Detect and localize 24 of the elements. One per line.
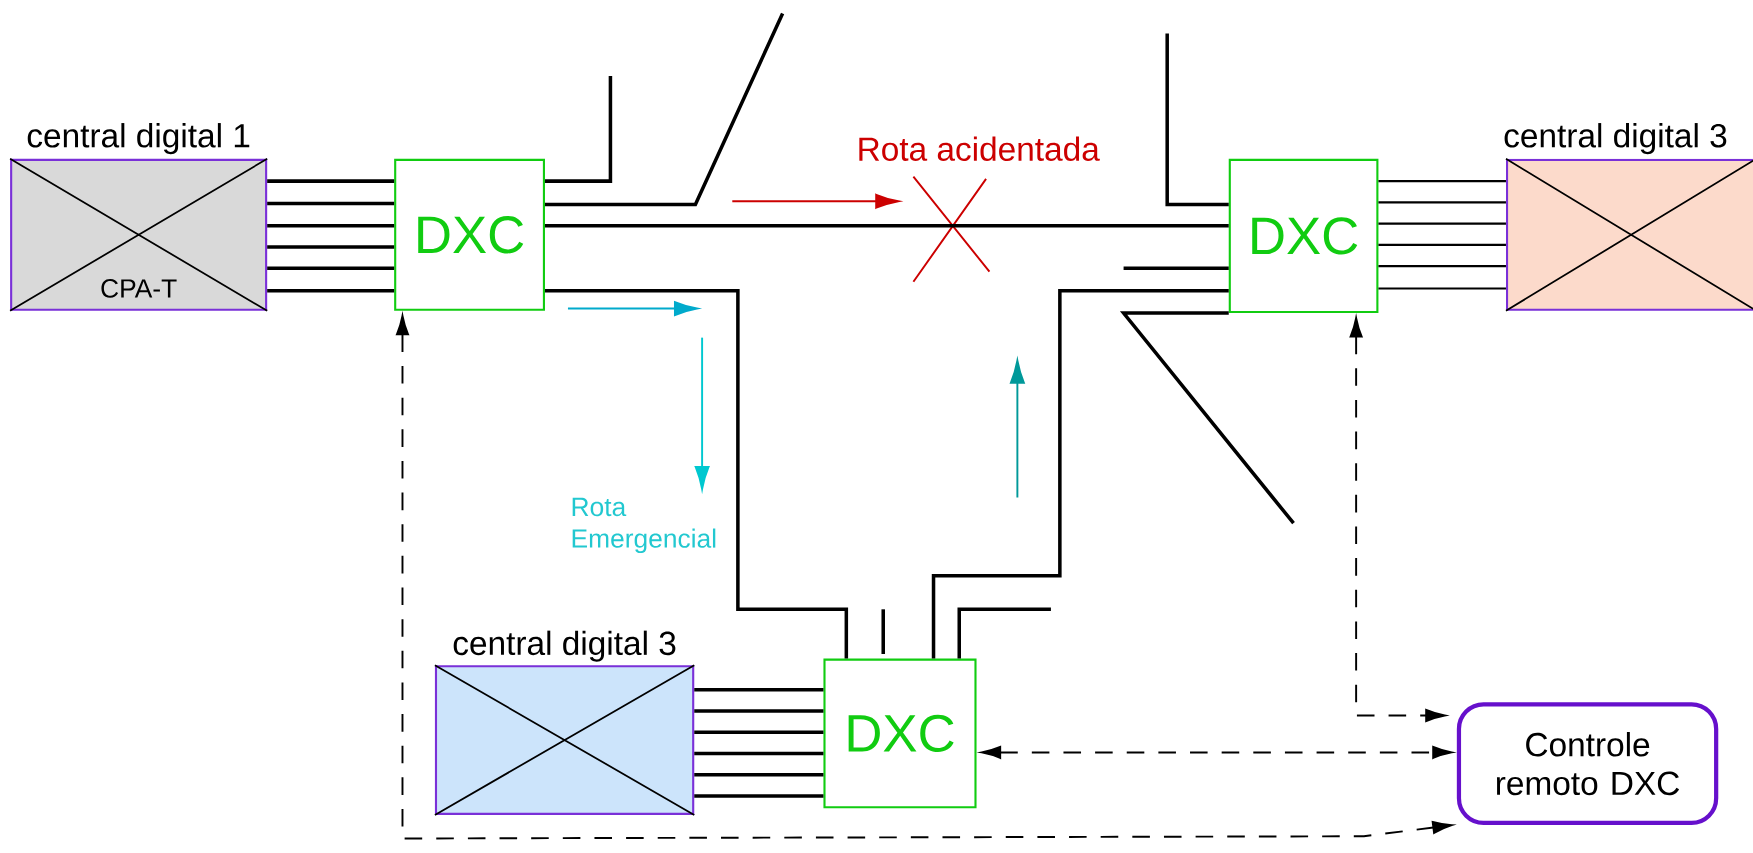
cable-line <box>267 245 395 249</box>
cable-line <box>1378 243 1506 246</box>
switch-box: CPA-T <box>9 157 269 312</box>
cable-line <box>267 224 395 228</box>
cable-line <box>267 201 395 206</box>
control-box: Controle remoto DXC <box>1456 702 1719 825</box>
cable-line <box>1378 287 1506 290</box>
cable-line <box>267 266 395 271</box>
cable-line <box>267 288 395 293</box>
route-label: Rota acidentada <box>859 136 1100 161</box>
cable-line <box>545 224 1229 228</box>
cable-line <box>267 179 395 183</box>
cable-stub <box>1123 266 1229 271</box>
cable-stub <box>545 12 785 207</box>
cable-stub <box>1165 33 1229 207</box>
cable-line <box>1378 201 1506 204</box>
cable-stub <box>545 76 613 183</box>
crossconnect-box: DXC <box>1228 158 1379 313</box>
box-heading: central digital 3 <box>1504 123 1727 155</box>
cable-line <box>1378 222 1506 225</box>
box-heading: central digital 1 <box>27 123 250 155</box>
cable-line <box>1378 180 1506 183</box>
cable-line <box>1378 265 1506 268</box>
crossconnect-box: DXC <box>394 158 545 311</box>
